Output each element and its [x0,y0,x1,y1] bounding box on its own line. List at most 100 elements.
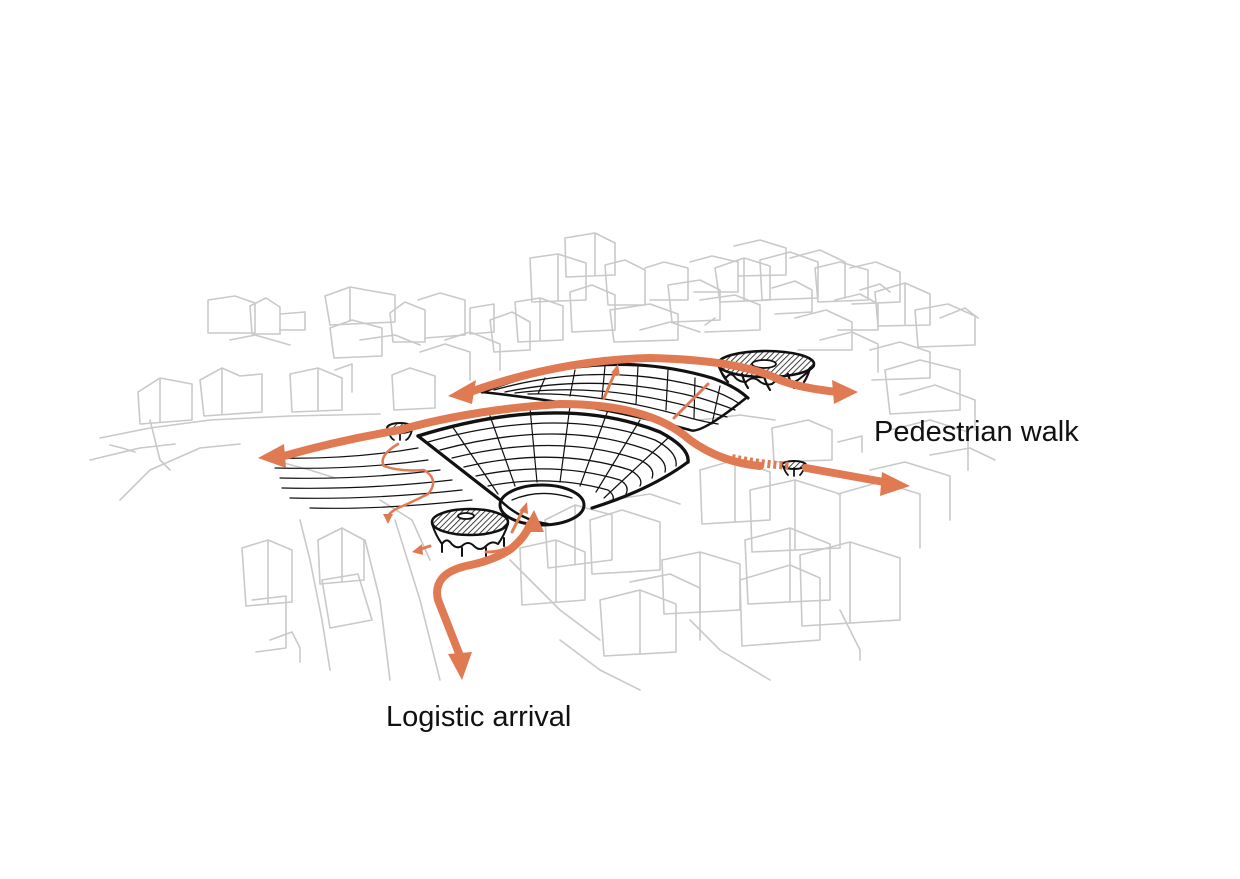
building [837,435,863,453]
building [869,341,931,381]
building [849,261,901,305]
road [99,413,381,439]
building [837,481,921,549]
upper-terrace-radials [537,365,721,425]
building [929,447,996,461]
building [749,479,841,553]
building [739,564,821,647]
road [119,443,241,501]
route-pavilion-east-arrow [519,502,528,514]
road [689,619,771,681]
building [639,321,701,333]
building [321,573,373,629]
route-lower-walk-arrow-east [880,472,910,496]
building [251,595,287,653]
route-upper-walk-arrow-west [448,380,476,404]
building [874,282,931,327]
building [519,539,586,606]
building [137,377,193,425]
pavilion-large-south [430,507,510,557]
road [299,519,331,671]
building [317,527,365,585]
route-logistic [433,520,534,660]
route-slope-path-arrow [383,514,393,524]
building [324,286,396,326]
building [604,259,646,306]
route-logistic-arrow-south [448,652,472,680]
building [771,280,813,315]
road [149,419,171,471]
building [789,249,846,299]
building [514,297,564,343]
building [444,331,501,371]
building [569,284,616,333]
building [733,239,787,277]
building [771,419,833,463]
building [289,367,343,413]
route-lower-walk [280,400,764,470]
building [207,295,256,334]
building [689,255,739,293]
building [819,331,879,373]
building [229,334,291,346]
road [89,443,176,461]
building [799,541,901,627]
building [489,311,531,353]
building [714,257,771,303]
building [699,294,761,333]
building [389,301,426,343]
building [629,573,701,641]
road [109,444,136,453]
building [939,307,979,319]
route-upper-walk-arrow-east [832,380,858,404]
route-connector-a-arrow [611,364,620,376]
building [814,261,869,303]
building [759,251,819,301]
road [364,539,391,681]
logistic-arrival-label: Logistic arrival [386,701,572,733]
context-buildings [89,232,996,691]
contour-lines [271,447,473,509]
building [469,303,495,335]
route-upper-walk [466,354,842,396]
building [199,367,263,417]
building [794,309,853,351]
building [417,292,466,339]
road [839,609,861,661]
route-logistic-arrow-north [522,510,544,532]
road [509,559,601,641]
building [269,631,301,663]
cavea-left-edge [416,434,502,502]
route-lower-walk-east [802,464,888,486]
road [394,519,441,681]
building [644,261,689,301]
building [359,334,421,346]
building [889,419,969,471]
cavea-right-edge [590,460,690,510]
road [559,639,641,691]
building [884,359,961,415]
route-connector-b [672,382,710,420]
building [704,317,716,326]
pedestrian-walk-label: Pedestrian walk [874,416,1079,448]
route-pavilion-west-arrow [412,544,423,555]
building [869,461,951,521]
building [249,297,281,335]
building [564,232,616,278]
building [419,343,471,381]
building [334,363,353,393]
route-lines [258,354,910,680]
building [667,279,721,323]
building [859,283,891,293]
building [899,384,976,431]
building [834,293,879,331]
building [914,303,976,348]
route-pavilion-south [484,546,508,554]
building [661,551,741,615]
route-connector-a [602,368,618,400]
road [279,461,336,479]
building [529,253,587,303]
pavilions [386,349,816,557]
